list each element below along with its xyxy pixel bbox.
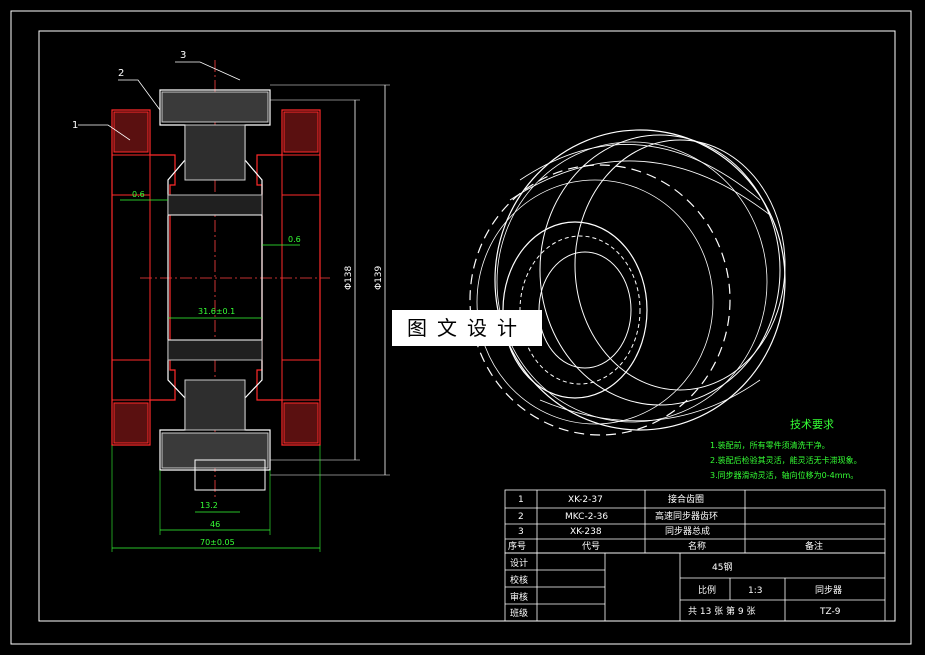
dim-0-6-top: 0.6 xyxy=(132,190,145,199)
bom-row-1-no: 1 xyxy=(518,495,524,505)
tb-drawing-name: 同步器 xyxy=(815,585,842,596)
tb-scale-value: 1:3 xyxy=(748,586,762,596)
tb-sheets: 共 13 张 第 9 张 xyxy=(688,605,755,617)
inner-frame xyxy=(38,30,896,622)
bom-header-name: 名称 xyxy=(688,540,706,552)
tb-design: 设计 xyxy=(510,557,528,569)
bom-row-3-name: 同步器总成 xyxy=(665,525,710,537)
tb-material: 45钢 xyxy=(712,561,732,573)
tb-check: 校核 xyxy=(510,574,528,586)
callout-1: 1 xyxy=(72,120,78,131)
section-view xyxy=(78,60,390,552)
watermark: 图文设计 xyxy=(392,310,542,346)
dim-hub-width: 13.2 xyxy=(200,501,218,510)
tech-line-1: 1.装配前，所有零件须清洗干净。 xyxy=(710,440,830,450)
tb-scale-label: 比例 xyxy=(698,584,716,596)
bom-row-3-code: XK-238 xyxy=(570,527,602,537)
outer-frame xyxy=(10,10,912,645)
gear-render xyxy=(469,129,786,436)
bom-header-no: 序号 xyxy=(508,540,526,552)
bom-header-code: 代号 xyxy=(582,541,600,552)
bom-row-1-name: 接合齿圈 xyxy=(668,493,704,505)
tb-review: 审核 xyxy=(510,591,528,603)
tech-title: 技术要求 xyxy=(790,418,834,431)
dim-inner-width: 31.6±0.1 xyxy=(198,307,235,316)
bom-row-3-no: 3 xyxy=(518,527,524,537)
bom-row-2-no: 2 xyxy=(518,512,524,522)
bom-row-2-name: 高速同步器齿环 xyxy=(655,510,718,522)
bom-row-2-code: MKC-2-36 xyxy=(565,512,608,522)
tb-class: 班级 xyxy=(510,607,528,619)
dim-46: 46 xyxy=(210,520,220,529)
callout-3: 3 xyxy=(180,50,186,61)
dim-dia-2: Φ139 xyxy=(374,265,384,290)
tech-line-3: 3.同步器滑动灵活，轴向位移为0-4mm。 xyxy=(710,470,858,480)
tech-line-2: 2.装配后检验其灵活，能灵活无卡滞现象。 xyxy=(710,455,862,465)
dim-overall: 70±0.05 xyxy=(200,538,235,547)
title-block xyxy=(504,552,886,622)
dim-dia-1: Φ138 xyxy=(344,265,354,290)
bom-header-note: 备注 xyxy=(805,540,823,552)
tb-drawing-no: TZ-9 xyxy=(819,607,841,617)
bom-row-1-code: XK-2-37 xyxy=(568,495,603,505)
dim-0-6-mid: 0.6 xyxy=(288,235,301,244)
callout-2: 2 xyxy=(118,68,124,79)
